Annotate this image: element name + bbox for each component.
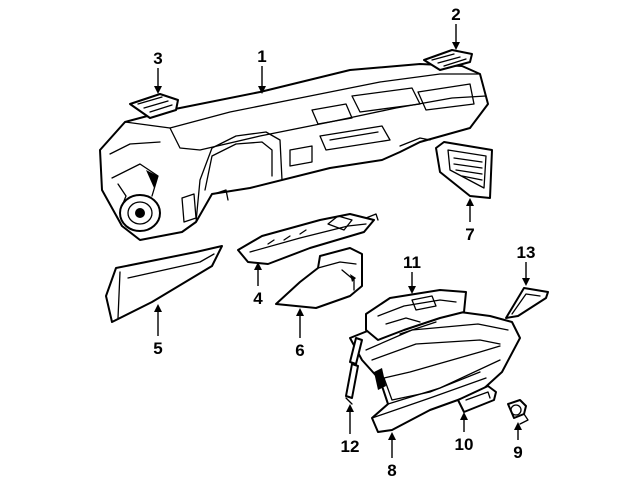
- callout-9: 9: [513, 443, 522, 462]
- callout-13: 13: [517, 243, 536, 262]
- side-vent-panel: [435, 141, 493, 199]
- lower-side-panel: [275, 247, 363, 309]
- callout-2: 2: [451, 5, 460, 24]
- callout-3: 3: [153, 49, 162, 68]
- glove-box: [349, 311, 521, 433]
- callout-5: 5: [153, 339, 162, 358]
- corner-trim-piece: [505, 287, 549, 319]
- callout-8: 8: [387, 461, 396, 480]
- callout-1: 1: [257, 47, 266, 66]
- lock-cylinder: [507, 399, 529, 425]
- knee-bolster: [105, 245, 223, 323]
- right-defroster-grille: [423, 49, 473, 71]
- callout-labels: 1 2 3 4 5 6 7 8 9 10 11 12 13: [153, 5, 535, 480]
- callout-7: 7: [465, 225, 474, 244]
- callout-11: 11: [403, 253, 421, 272]
- callout-4: 4: [253, 289, 263, 308]
- instrument-panel: [99, 63, 489, 241]
- callout-6: 6: [295, 341, 304, 360]
- left-defroster-grille: [129, 93, 179, 119]
- gas-strut: [345, 337, 363, 405]
- leader-lines: [154, 24, 530, 458]
- latch-handle: [457, 385, 497, 413]
- callout-10: 10: [455, 435, 474, 454]
- callout-12: 12: [341, 437, 360, 456]
- glove-box-frame: [365, 289, 467, 341]
